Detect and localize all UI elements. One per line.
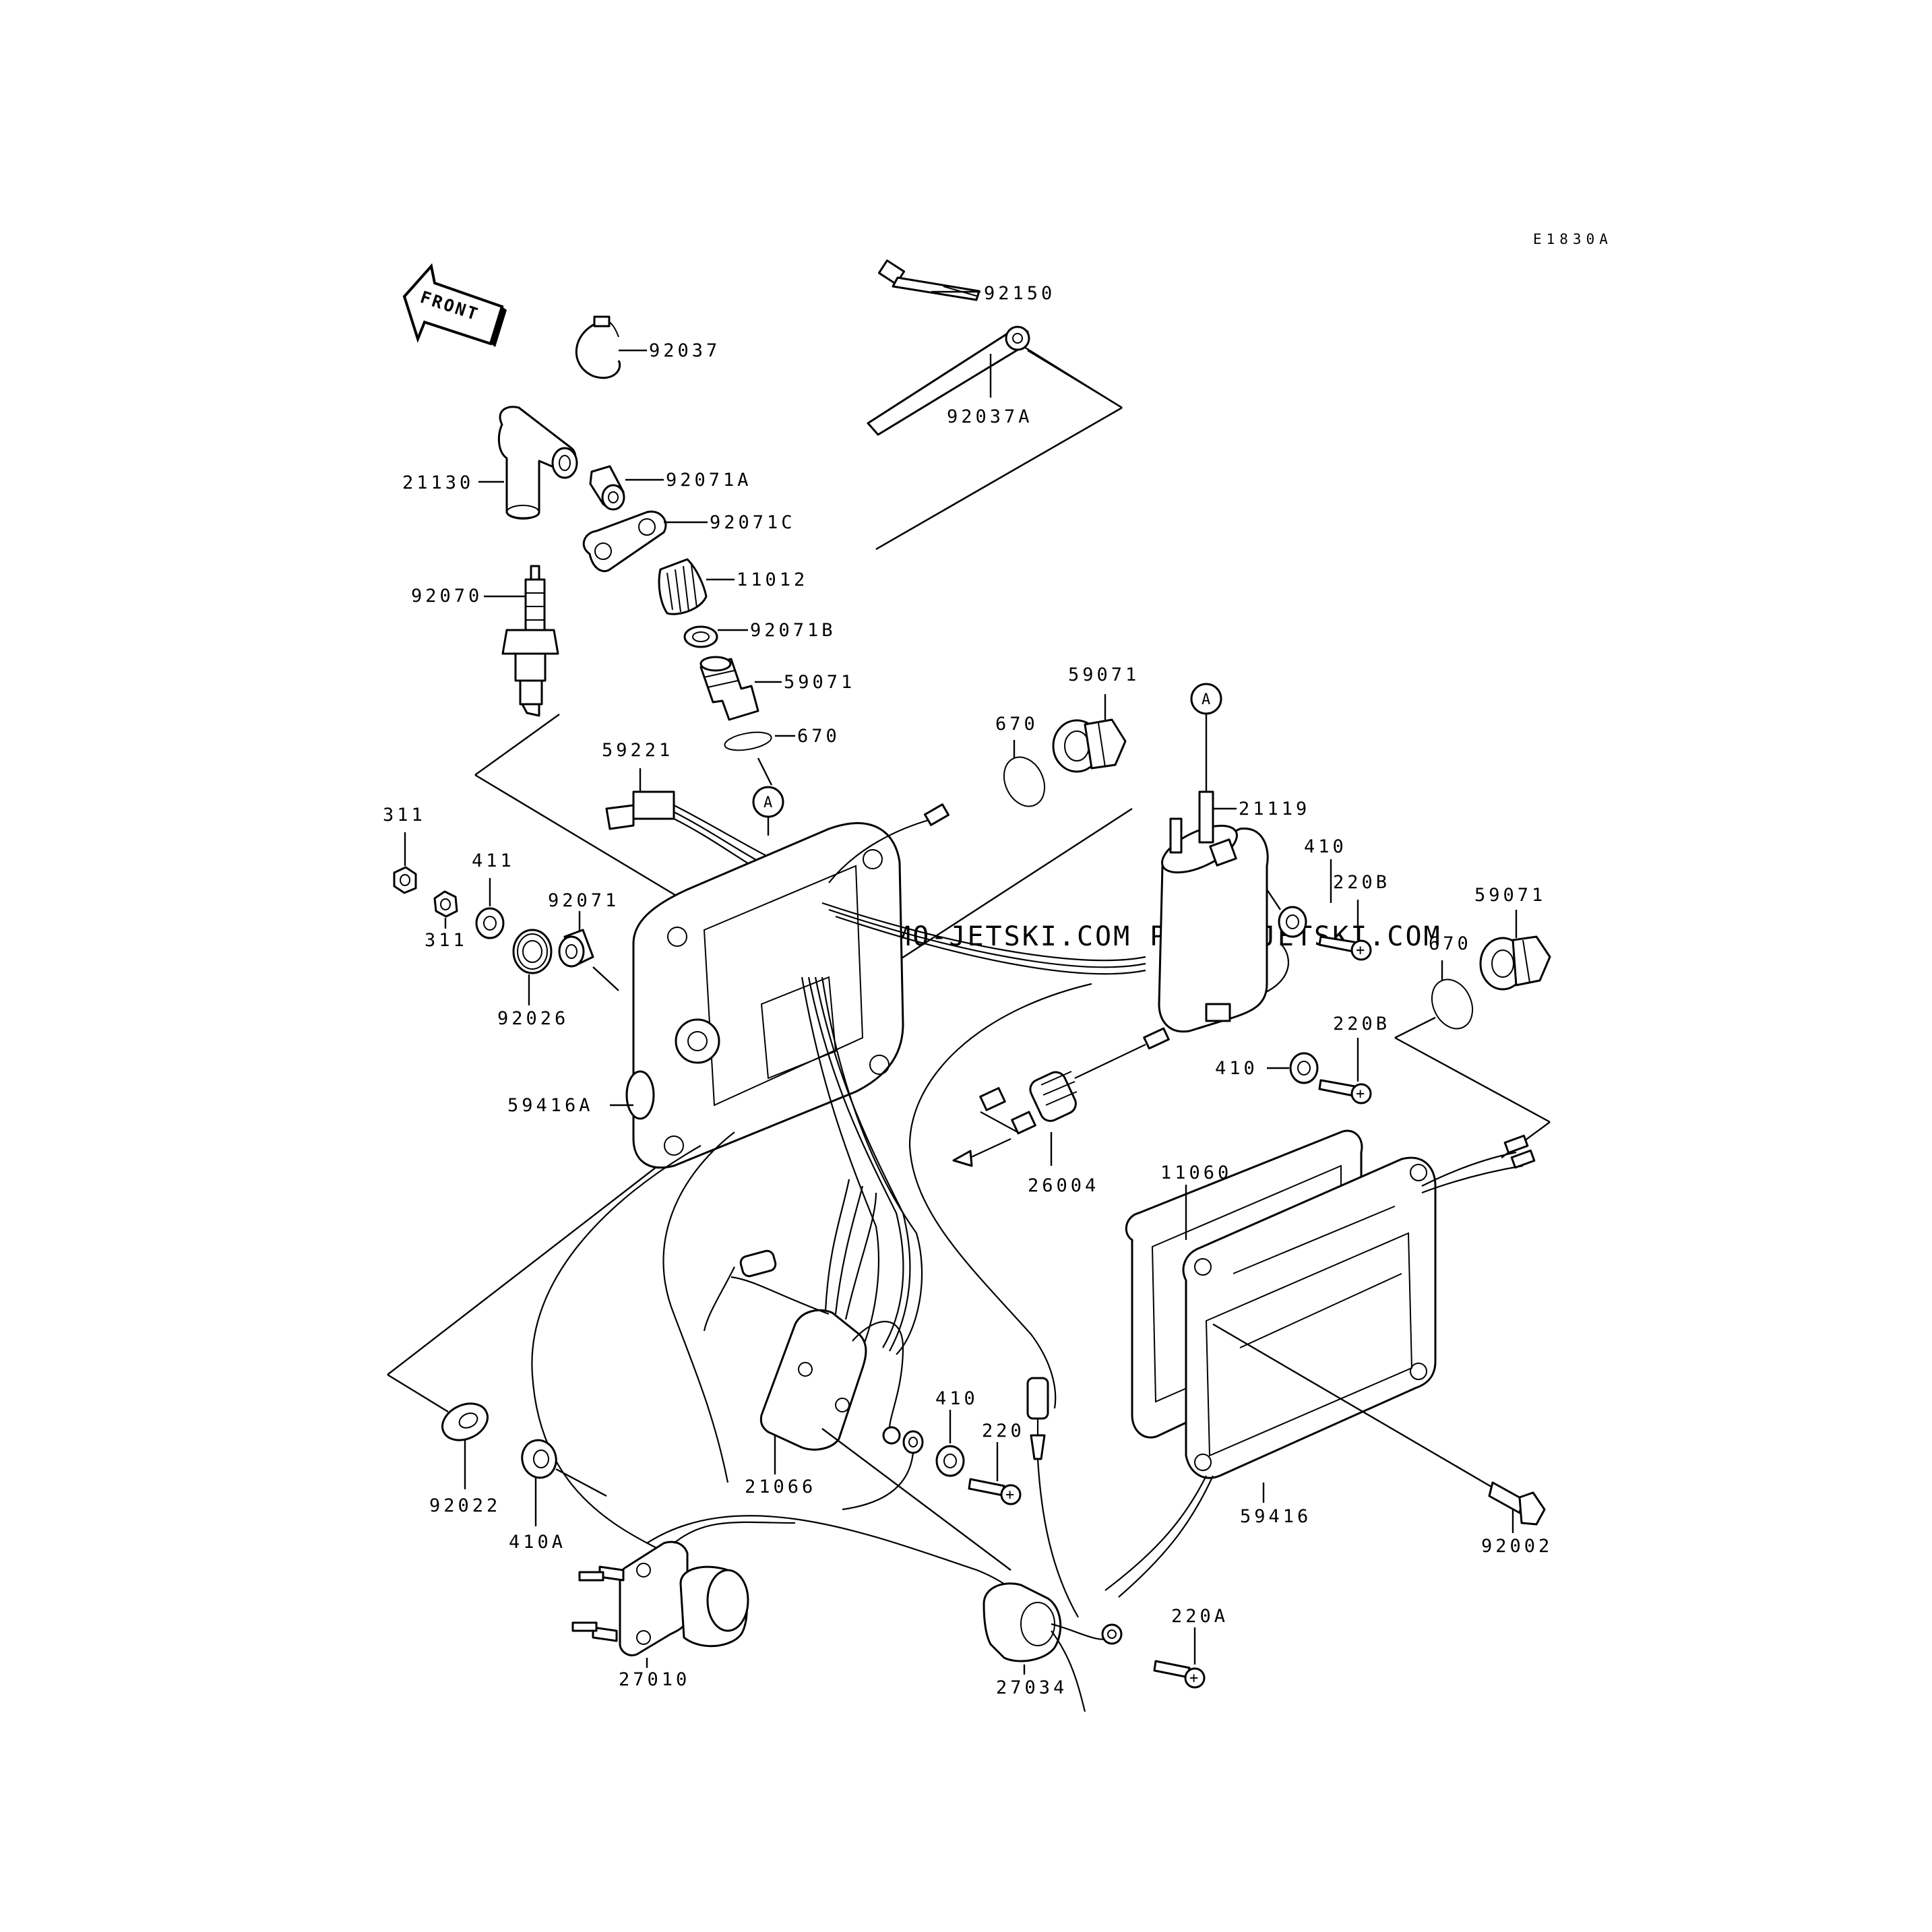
label-670-a: 670 — [797, 726, 840, 747]
washer-410-c — [935, 1410, 965, 1477]
grommet-92071b — [683, 625, 748, 648]
label-92022: 92022 — [429, 1495, 501, 1516]
label-92150: 92150 — [984, 283, 1055, 304]
label-59416: 59416 — [1240, 1506, 1311, 1527]
bolt-220a: + — [1153, 1627, 1206, 1689]
svg-text:+: + — [1005, 1487, 1014, 1503]
washer-410-b — [1267, 1052, 1319, 1084]
bolt-92150 — [877, 259, 980, 301]
callout-marker-a-2: A — [1190, 683, 1222, 792]
svg-text:+: + — [1356, 1086, 1365, 1102]
label-311-b: 311 — [425, 930, 468, 951]
label-410-b: 410 — [1215, 1058, 1258, 1079]
fitting-59071-a — [699, 656, 782, 721]
label-410-c: 410 — [935, 1388, 978, 1409]
label-26004: 26004 — [1028, 1175, 1099, 1196]
starter-relay-27010 — [571, 1515, 1042, 1668]
label-27034: 27034 — [996, 1677, 1067, 1698]
cable-tie-92037a — [867, 325, 1123, 436]
regulator-21066 — [703, 1179, 1011, 1571]
label-59071-a: 59071 — [784, 672, 855, 693]
label-21130: 21130 — [402, 472, 474, 493]
o-ring-670-c — [1431, 960, 1474, 1030]
callout-marker-a-1-label: A — [764, 794, 772, 811]
bolt-220: + — [968, 1442, 1022, 1505]
nut-311-b — [433, 890, 458, 929]
label-21066: 21066 — [745, 1476, 816, 1497]
bolt-220b-a: + — [1318, 900, 1372, 961]
svg-text:+: + — [1189, 1670, 1198, 1687]
washer-410a — [521, 1439, 607, 1526]
washer-411 — [475, 878, 505, 939]
label-92037a: 92037A — [947, 406, 1033, 427]
plate-92071c — [582, 510, 708, 573]
plug-cap-21130 — [478, 406, 578, 520]
label-92037: 92037 — [649, 340, 720, 361]
label-21119: 21119 — [1239, 799, 1310, 819]
label-220: 220 — [982, 1421, 1025, 1441]
case-59416a — [610, 822, 904, 1169]
label-92002: 92002 — [1481, 1536, 1553, 1557]
fuse-holder-26004 — [952, 1027, 1170, 1167]
label-59071-c: 59071 — [1474, 885, 1546, 906]
grommet-92026 — [512, 929, 553, 1005]
ring-terminal — [842, 1430, 924, 1511]
label-92070: 92070 — [411, 586, 482, 606]
ignition-coil-21119 — [1158, 790, 1269, 1033]
nut-311-a — [393, 832, 417, 894]
label-11060: 11060 — [1160, 1162, 1232, 1183]
fitting-59071-b — [1052, 694, 1127, 773]
case-59416 — [1104, 1134, 1536, 1598]
clamp-92037 — [575, 315, 647, 379]
label-411: 411 — [472, 850, 515, 871]
spark-plug-92070 — [484, 565, 559, 717]
label-59071-b: 59071 — [1068, 664, 1140, 685]
cap-11012 — [658, 558, 735, 615]
callout-marker-a-2-label: A — [1202, 691, 1210, 708]
o-ring-670-b — [1003, 740, 1046, 807]
callout-marker-a-1: A — [752, 786, 784, 836]
wiring-harness — [531, 803, 1289, 1551]
connector-plug — [1026, 1377, 1079, 1618]
washer-92022 — [441, 1402, 489, 1489]
svg-text:+: + — [1356, 942, 1365, 959]
label-59416a: 59416A — [507, 1095, 594, 1116]
label-670-b: 670 — [995, 714, 1038, 735]
label-220a: 220A — [1171, 1606, 1228, 1627]
label-311-a: 311 — [383, 805, 426, 825]
label-59221: 59221 — [602, 740, 673, 761]
label-11012: 11012 — [737, 569, 808, 590]
diagram-code: E1830A — [1533, 231, 1613, 247]
label-92071b: 92071B — [750, 620, 836, 641]
front-arrow-icon: FRONT — [402, 263, 507, 347]
label-670-c: 670 — [1429, 933, 1472, 954]
grommet-92071a — [589, 465, 664, 511]
switch-27034 — [983, 1582, 1123, 1712]
label-220b-b: 220B — [1333, 1014, 1390, 1034]
label-92071c: 92071C — [710, 512, 796, 533]
bolt-92002 — [1212, 1323, 1546, 1533]
grommet-92071 — [558, 911, 619, 991]
bolt-220b-b: + — [1318, 1038, 1372, 1104]
label-220b-a: 220B — [1333, 872, 1390, 893]
label-92071: 92071 — [548, 890, 619, 911]
label-92026: 92026 — [497, 1008, 569, 1029]
label-27010: 27010 — [619, 1669, 690, 1690]
fitting-59071-c — [1479, 910, 1551, 991]
washer-410-a — [1266, 859, 1332, 938]
label-92071a: 92071A — [666, 470, 752, 491]
o-ring-670-a — [724, 731, 795, 786]
label-410-a: 410 — [1304, 836, 1347, 857]
label-410a: 410A — [509, 1532, 566, 1553]
